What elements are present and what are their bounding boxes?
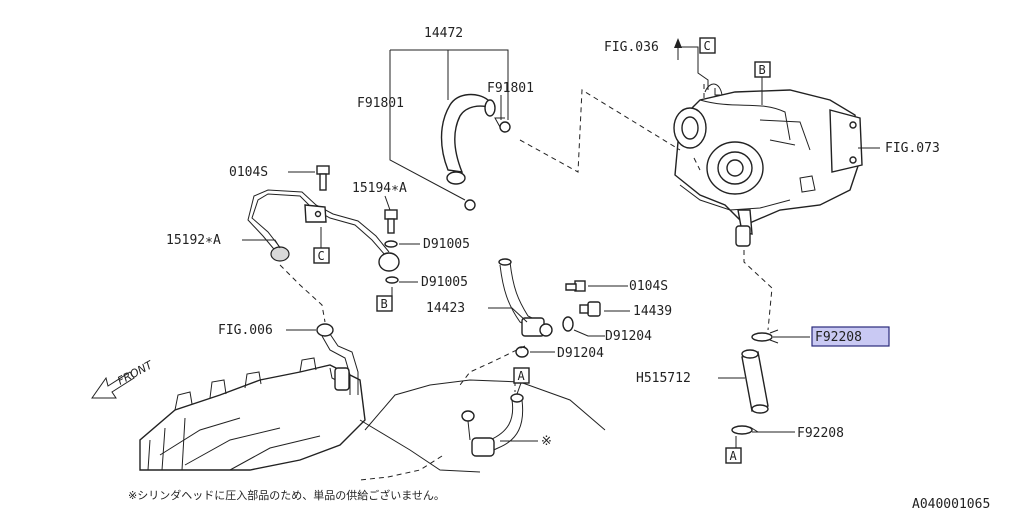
pipe-15192a [247, 189, 400, 272]
callout-asterisk: ※ [541, 434, 552, 449]
gaskets-d91005 [384, 240, 399, 284]
hose-fig006 [316, 323, 359, 395]
ref-box-c-top [699, 37, 716, 54]
callout-d91005-bottom[interactable]: D91005 [421, 275, 468, 290]
bolt-0104s-mid [565, 280, 586, 292]
ref-b-top[interactable]: B [759, 63, 766, 77]
bolt-0104s-top [316, 165, 330, 191]
highlight-f92208 [811, 326, 890, 347]
ref-c-mid[interactable]: C [318, 249, 325, 263]
callout-d91204-left[interactable]: D91204 [557, 346, 604, 361]
ref-c-top[interactable]: C [704, 39, 711, 53]
pipe-14423 [498, 258, 553, 337]
callout-14439[interactable]: 14439 [633, 304, 672, 319]
callout-15194a[interactable]: 15194∗A [352, 181, 407, 196]
hose-h515712 [741, 349, 769, 414]
bolt-14439 [579, 301, 601, 317]
hose-14472 [440, 93, 496, 185]
callout-f91801-left[interactable]: F91801 [357, 96, 404, 111]
callout-fig073[interactable]: FIG.073 [885, 141, 940, 156]
pipe-asterisk-part [461, 393, 524, 457]
callout-15192a[interactable]: 15192∗A [166, 233, 221, 248]
front-arrow-icon [91, 371, 135, 399]
diagram-id: A040001065 [912, 497, 990, 512]
ref-b-mid[interactable]: B [381, 297, 388, 311]
clamp-f92208-bottom [731, 425, 759, 435]
callout-0104s-mid[interactable]: 0104S [629, 279, 668, 294]
ref-a-bottom[interactable]: A [730, 449, 738, 463]
ref-a-mid[interactable]: A [518, 369, 526, 383]
clip-f91801-left [464, 199, 476, 211]
ref-box-b-top [754, 61, 771, 78]
callout-f92208-bottom[interactable]: F92208 [797, 426, 844, 441]
callout-fig006[interactable]: FIG.006 [218, 323, 273, 338]
front-label: FRONT [115, 358, 155, 388]
bolt-15194a [384, 209, 398, 234]
turbocharger-drawing [673, 83, 863, 247]
cylinder-head-drawing [139, 357, 606, 473]
callout-0104s-top[interactable]: 0104S [229, 165, 268, 180]
callout-14423[interactable]: 14423 [426, 301, 465, 316]
callout-f91801-right[interactable]: F91801 [487, 81, 534, 96]
callout-d91005-top[interactable]: D91005 [423, 237, 470, 252]
ref-box-b-mid [376, 295, 393, 312]
callout-h515712[interactable]: H515712 [636, 371, 691, 386]
callout-f92208-top[interactable]: F92208 [815, 330, 862, 345]
ref-box-a-mid [513, 367, 530, 384]
callout-d91204-right[interactable]: D91204 [605, 329, 652, 344]
ref-box-c-mid [313, 247, 330, 264]
footnote: ※シリンダヘッドに圧入部品のため、単品の供給ございません。 [128, 488, 445, 502]
ref-box-a-bottom [725, 447, 742, 464]
arrowhead-icon [674, 38, 682, 48]
callout-14472[interactable]: 14472 [424, 26, 463, 41]
clamp-f92208-top [751, 329, 779, 344]
clip-f91801-right [494, 117, 511, 133]
callout-fig036[interactable]: FIG.036 [604, 40, 659, 55]
